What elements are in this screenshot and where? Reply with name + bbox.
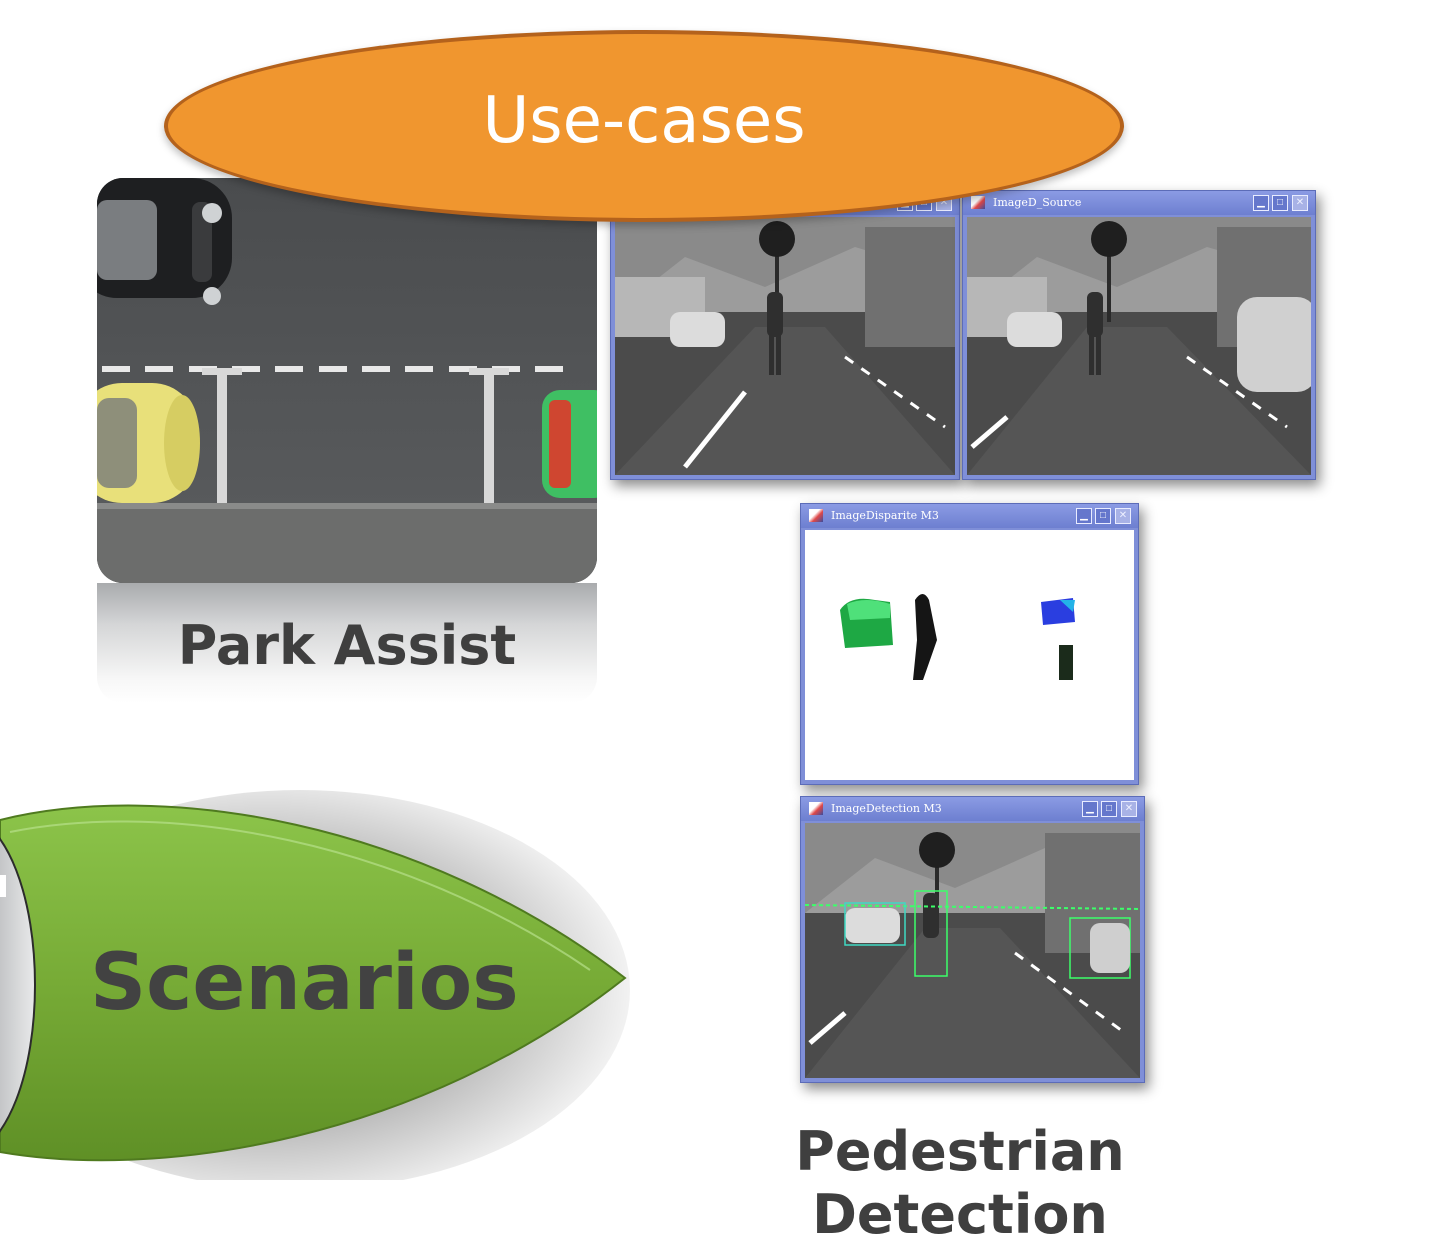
scenarios-leaf xyxy=(0,790,630,1190)
window-titlebar[interactable]: ImageDetection M3 ▁ □ ✕ xyxy=(801,797,1144,821)
right-camera-window[interactable]: ImageD_Source ▁ □ ✕ xyxy=(962,190,1316,480)
scenarios-shape xyxy=(0,780,640,1190)
window-titlebar[interactable]: ImageDisparite M3 ▁ □ ✕ xyxy=(801,504,1138,528)
black-car xyxy=(97,178,232,305)
disparity-blobs xyxy=(840,594,1075,680)
park-assist-reflection xyxy=(97,583,597,703)
java-app-icon xyxy=(809,802,823,815)
use-cases-title: Use-cases xyxy=(482,84,806,158)
pedestrian-detection-label: Pedestrian Detection xyxy=(795,1120,1125,1246)
maximize-icon[interactable]: □ xyxy=(1095,508,1111,524)
parking-lot-illustration xyxy=(97,178,597,583)
java-app-icon xyxy=(809,509,823,522)
window-titlebar[interactable]: ImageD_Source ▁ □ ✕ xyxy=(963,191,1315,215)
scenarios-label: Scenarios xyxy=(90,938,519,1028)
close-icon[interactable]: ✕ xyxy=(1292,195,1308,211)
maximize-icon[interactable]: □ xyxy=(1101,801,1117,817)
street-scene xyxy=(615,217,955,475)
detection-scene xyxy=(805,823,1140,1078)
park-assist-image xyxy=(97,178,597,583)
left-camera-window[interactable]: ▁ □ ✕ xyxy=(610,190,960,480)
green-car xyxy=(542,390,597,498)
maximize-icon[interactable]: □ xyxy=(1272,195,1288,211)
yellow-car xyxy=(97,383,200,503)
use-cases-ellipse: Use-cases xyxy=(164,30,1124,222)
park-assist-label: Park Assist xyxy=(177,614,517,677)
window-title: ImageD_Source xyxy=(993,196,1082,209)
minimize-icon[interactable]: ▁ xyxy=(1082,801,1098,817)
disparity-window[interactable]: ImageDisparite M3 ▁ □ ✕ xyxy=(800,503,1139,785)
window-title: ImageDetection M3 xyxy=(831,802,942,815)
detection-window[interactable]: ImageDetection M3 ▁ □ ✕ xyxy=(800,796,1145,1083)
minimize-icon[interactable]: ▁ xyxy=(1253,195,1269,211)
minimize-icon[interactable]: ▁ xyxy=(1076,508,1092,524)
camera-view xyxy=(805,823,1140,1078)
window-title: ImageDisparite M3 xyxy=(831,509,939,522)
close-icon[interactable]: ✕ xyxy=(1115,508,1131,524)
camera-view xyxy=(967,217,1311,475)
street-scene xyxy=(967,217,1311,475)
close-icon[interactable]: ✕ xyxy=(1121,801,1137,817)
camera-view xyxy=(615,217,955,475)
disparity-map xyxy=(805,530,1134,780)
java-app-icon xyxy=(971,196,985,209)
